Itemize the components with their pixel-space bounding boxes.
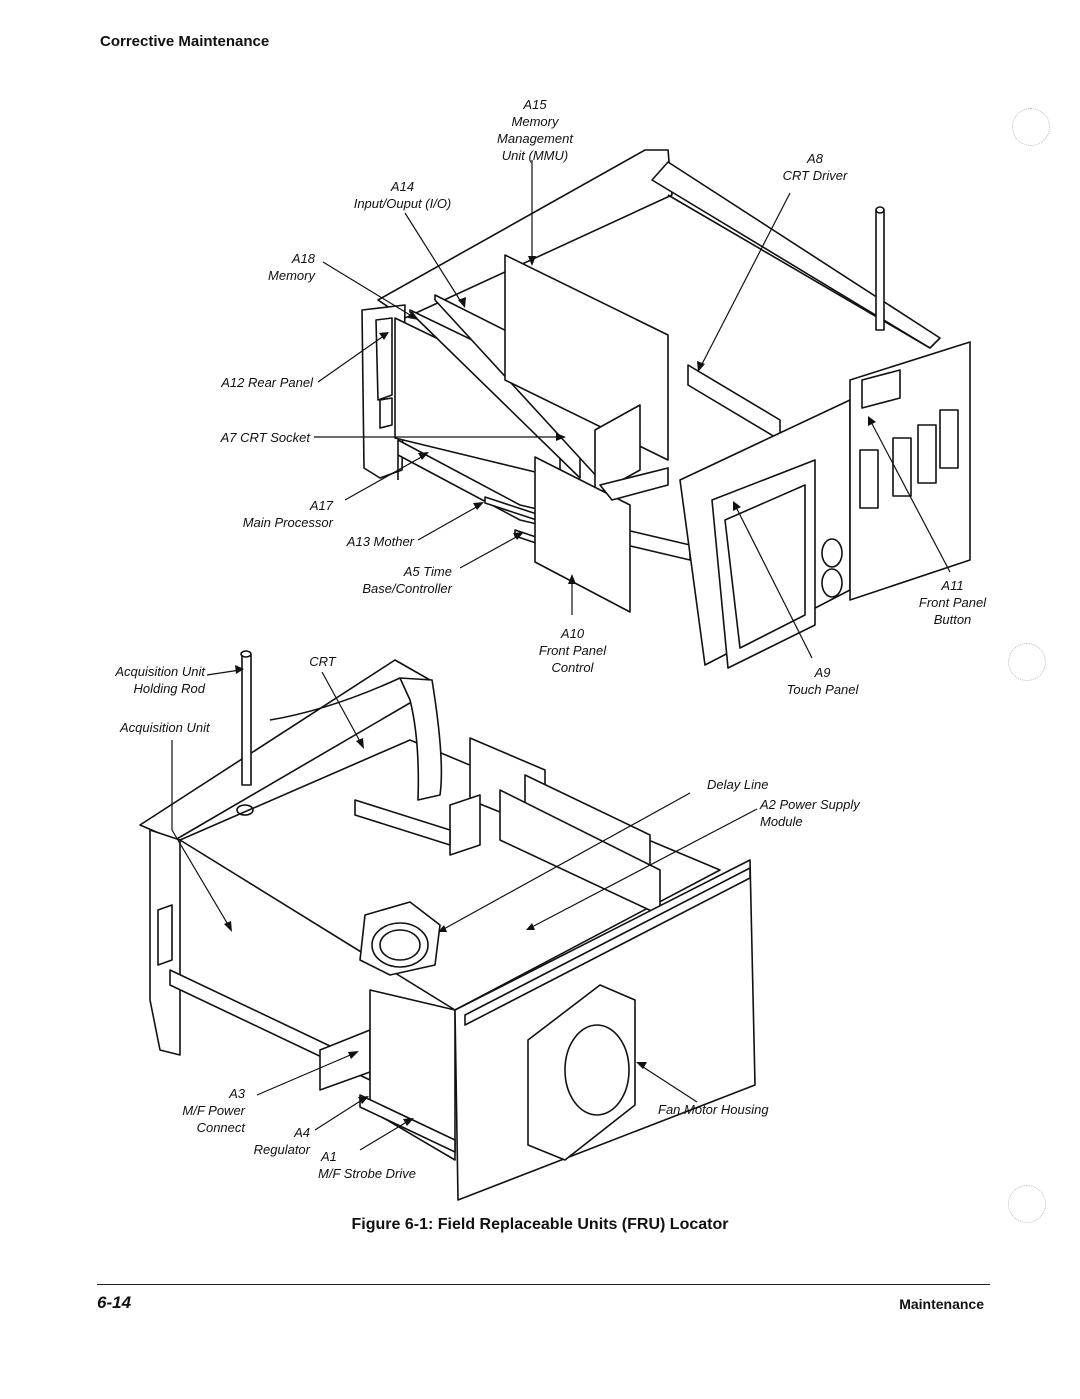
- label-a7-crt-socket: A7 CRT Socket: [220, 430, 310, 445]
- label-a15-line4: Unit (MMU): [501, 148, 569, 163]
- binder-hole-middle: [1008, 643, 1046, 681]
- mmu-board: [504, 254, 669, 461]
- label-a14-line1: A14: [390, 179, 415, 194]
- label-a2-line2: Module: [760, 814, 803, 829]
- page-number: 6-14: [97, 1293, 132, 1312]
- small-bracket: [449, 794, 481, 856]
- label-a12-rear-panel: A12 Rear Panel: [221, 375, 313, 390]
- label-a8-line2: CRT Driver: [782, 168, 848, 183]
- label-a4-regulator: A4 Regulator: [230, 1124, 310, 1158]
- label-a4-line2: Regulator: [253, 1142, 310, 1157]
- label-a14-line2: Input/Ouput (I/O): [353, 196, 452, 211]
- label-a13-mother: A13 Mother: [346, 534, 414, 549]
- label-a5-time-base: A5 Time Base/Controller: [320, 563, 452, 597]
- label-a14-io: A14 Input/Ouput (I/O): [340, 178, 465, 212]
- label-a3-line3: Connect: [196, 1120, 245, 1135]
- label-a8-line1: A8: [807, 151, 823, 166]
- footer-section: Maintenance: [899, 1296, 984, 1312]
- binder-hole-top: [1012, 108, 1050, 146]
- binder-hole-bottom: [1008, 1185, 1046, 1223]
- label-a17-line2: Main Processor: [242, 515, 333, 530]
- label-acquisition-unit: Acquisition Unit: [120, 720, 210, 735]
- label-a18-memory: A18 Memory: [230, 250, 315, 284]
- label-a8-crt-driver: A8 CRT Driver: [770, 150, 860, 184]
- label-a2-line1: A2 Power Supply: [760, 797, 860, 812]
- label-a3-mf-power-connect: A3 M/F Power Connect: [160, 1085, 245, 1136]
- label-a9-line1: A9: [814, 665, 831, 680]
- footer-rule: [97, 1284, 990, 1285]
- fan-disc: [564, 1024, 630, 1116]
- label-a9-touch-panel: A9 Touch Panel: [775, 664, 870, 698]
- label-a18-line1: A18: [291, 251, 315, 266]
- figure-caption: Figure 6-1: Field Replaceable Units (FRU…: [351, 1216, 729, 1233]
- label-a3-line2: M/F Power: [182, 1103, 245, 1118]
- label-a15-mmu: A15 Memory Management Unit (MMU): [480, 96, 590, 164]
- label-a3-line1: A3: [229, 1086, 245, 1101]
- label-acquisition-unit-holding-rod: Acquisition Unit Holding Rod: [90, 663, 205, 697]
- label-a2-power-supply-module: A2 Power Supply Module: [760, 796, 890, 830]
- bottom-holding-rod: [241, 654, 252, 786]
- label-a18-line2: Memory: [268, 268, 315, 283]
- label-a11-line3: Button: [933, 612, 972, 627]
- crt-bezel: [399, 677, 443, 801]
- label-a1-line1: A1: [321, 1149, 337, 1164]
- label-a10-line3: Control: [551, 660, 594, 675]
- label-a5-line1: A5 Time: [403, 564, 452, 579]
- label-a10-line1: A10: [560, 626, 585, 641]
- front-panel-control-board: [534, 456, 631, 613]
- label-acq-rod-line2: Holding Rod: [133, 681, 205, 696]
- label-a17-line1: A17: [309, 498, 333, 513]
- label-a10-line2: Front Panel: [538, 643, 607, 658]
- mf-power-connect: [319, 1029, 371, 1091]
- label-a4-line1: A4: [294, 1125, 310, 1140]
- crt-socket-board: [594, 404, 641, 496]
- label-a5-line2: Base/Controller: [362, 581, 452, 596]
- label-a11-line2: Front Panel: [918, 595, 987, 610]
- label-a1-line2: M/F Strobe Drive: [318, 1166, 417, 1181]
- label-a15-line1: A15: [523, 97, 547, 112]
- label-delay-line: Delay Line: [707, 777, 769, 792]
- label-a11-front-panel-button: A11 Front Panel Button: [905, 577, 1000, 628]
- label-acq-rod-line1: Acquisition Unit: [115, 664, 205, 679]
- top-chassis-right-rail: [651, 161, 941, 349]
- label-crt: CRT: [309, 654, 336, 669]
- label-a10-front-panel-control: A10 Front Panel Control: [520, 625, 625, 676]
- label-a15-line3: Management: [497, 131, 573, 146]
- label-a1-mf-strobe-drive: A1 M/F Strobe Drive: [318, 1148, 438, 1182]
- label-a11-line1: A11: [941, 578, 964, 593]
- page-header: Corrective Maintenance: [100, 33, 270, 50]
- crt-driver-board: [687, 364, 781, 441]
- label-a15-line2: Memory: [511, 114, 559, 129]
- label-a17-main-processor: A17 Main Processor: [200, 497, 333, 531]
- label-a9-line2: Touch Panel: [786, 682, 859, 697]
- label-fan-motor-housing: Fan Motor Housing: [658, 1102, 769, 1117]
- top-holding-rod: [875, 209, 885, 331]
